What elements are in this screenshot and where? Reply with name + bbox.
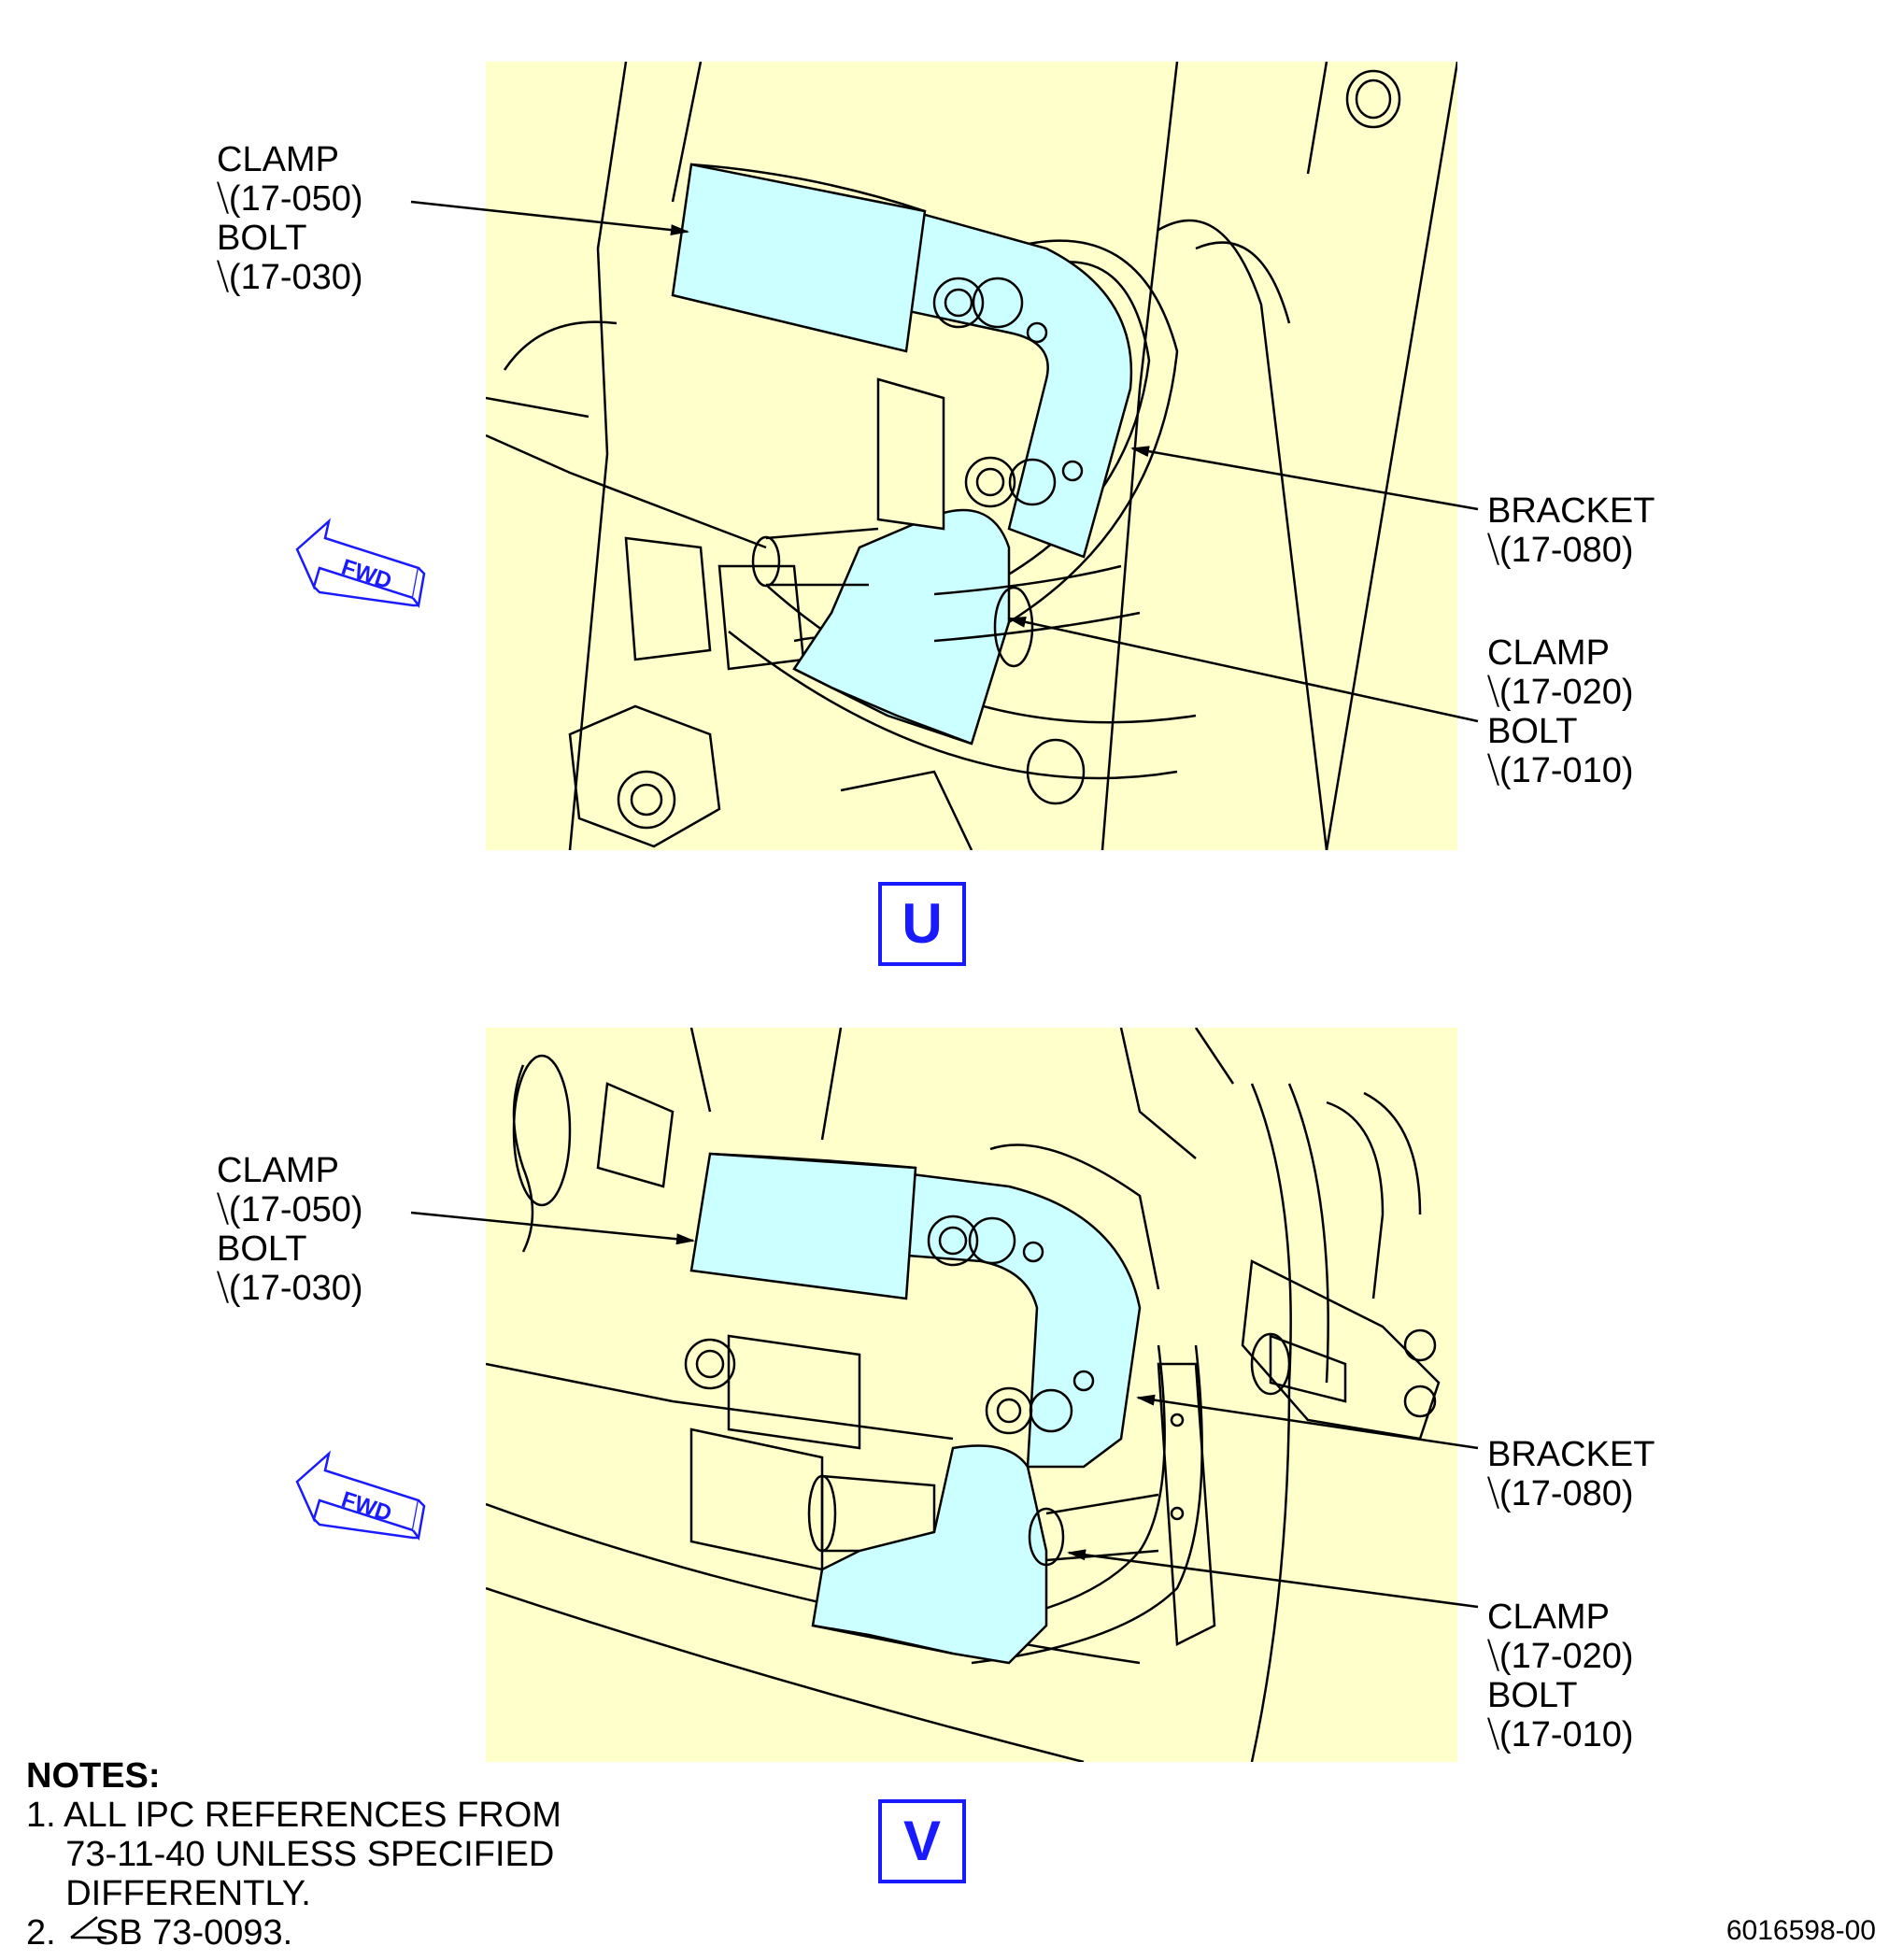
view-label-v: V [878,1799,966,1883]
note-line: DIFFERENTLY. [26,1874,311,1913]
note-line: 2. SB 73-0093. [26,1913,293,1953]
callout-bracket-u: BRACKET ⧹(17-080) [1487,491,1655,570]
view-label-u: U [878,882,966,966]
note-line: 1. ALL IPC REFERENCES FROM [26,1796,561,1835]
notes-title: NOTES: [26,1756,161,1796]
callout-left-v: CLAMP ⧹(17-050) BOLT ⧹(17-030) [217,1151,363,1308]
view-u-drawing [486,62,1457,850]
callout-bracket-v: BRACKET ⧹(17-080) [1487,1435,1655,1513]
delta-icon [70,1916,107,1939]
document-number: 6016598-00 [1726,1915,1876,1946]
callout-right-u: CLAMP ⧹(17-020) BOLT ⧹(17-010) [1487,633,1634,790]
notes-block: NOTES: 1. ALL IPC REFERENCES FROM 73-11-… [26,1756,561,1953]
callout-left-u: CLAMP ⧹(17-050) BOLT ⧹(17-030) [217,140,363,297]
fwd-arrow-icon: FWD [295,1450,426,1541]
leader-lines-u [410,200,1479,723]
leader-lines-v [410,1211,1479,1609]
fwd-arrow-icon: FWD [295,518,426,609]
view-v-drawing [486,1028,1457,1762]
note-line: 73-11-40 UNLESS SPECIFIED [26,1835,555,1874]
callout-right-v: CLAMP ⧹(17-020) BOLT ⧹(17-010) [1487,1598,1634,1754]
